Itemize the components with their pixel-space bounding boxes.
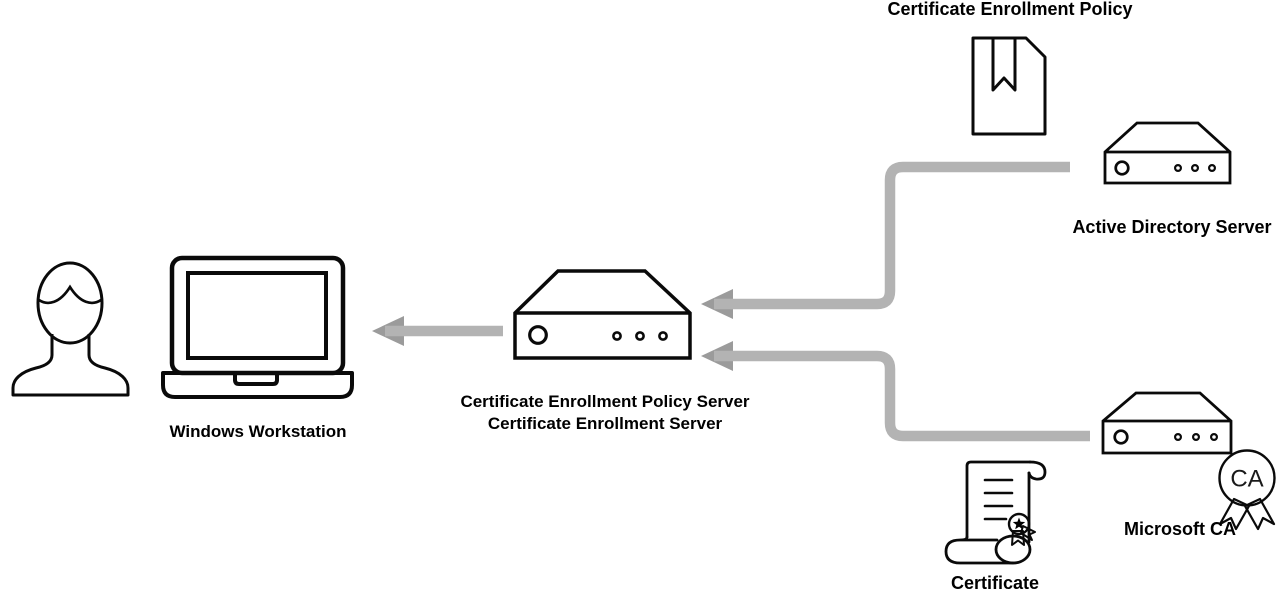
label-active-directory-server: Active Directory Server [1072,217,1272,237]
server-chassis [1101,391,1233,455]
person-body [11,334,130,397]
laptop-screen [186,271,328,360]
badge-circle [1218,449,1276,507]
server-led [1207,163,1216,172]
server-port [528,325,548,345]
enrollment-server-icon [513,269,692,360]
label-enrollment-server-line1: Certificate Enrollment Policy Server [460,392,750,411]
connector-ad-to-enrollment-server [701,161,1070,319]
server-led [612,331,622,341]
badge-label: CA [1230,466,1263,493]
person-hair [37,284,103,305]
server-port [1114,160,1130,176]
label-microsoft-ca: Microsoft CA [1124,519,1236,539]
label-certificate-enrollment-policy: Certificate Enrollment Policy [887,0,1133,19]
active-directory-server-icon [1103,121,1232,185]
scroll-sheet [965,460,1032,539]
connector-enrollment-server-to-workstation [372,316,503,346]
server-port [1113,429,1129,445]
connector-ca-to-enrollment-server [701,341,1090,442]
server-led [635,331,645,341]
policy-document-icon [971,36,1047,136]
server-led [1173,432,1182,441]
person-icon [11,261,130,397]
seal-circle [1007,512,1031,536]
label-enrollment-server: Certificate Enrollment Policy Server Cer… [435,391,775,435]
server-chassis [1103,121,1232,185]
certificate-scroll-icon [944,460,1047,565]
seal-star [1012,517,1026,530]
person-head [36,261,104,345]
server-led [1209,432,1218,441]
document-outline [971,36,1047,136]
laptop-lid [169,255,346,376]
connector-shaft [714,350,1090,442]
label-enrollment-server-line2: Certificate Enrollment Server [487,414,723,433]
label-windows-workstation: Windows Workstation [169,422,347,441]
seal-ribbon-right [1020,525,1036,541]
scroll-bottom-roll [944,535,1015,565]
label-certificate: Certificate [950,573,1040,593]
server-led [658,331,668,341]
server-led [1191,432,1200,441]
scroll-top-curl [1027,460,1047,481]
connector-shaft [714,161,1070,310]
server-led [1173,163,1182,172]
document-bookmark [991,38,1017,92]
laptop-base [161,371,354,399]
microsoft-ca-server-icon [1101,391,1233,455]
laptop-icon [161,255,354,399]
server-led [1190,163,1199,172]
ca-rosette-badge-icon: CA [1218,449,1276,531]
server-chassis [513,269,692,360]
